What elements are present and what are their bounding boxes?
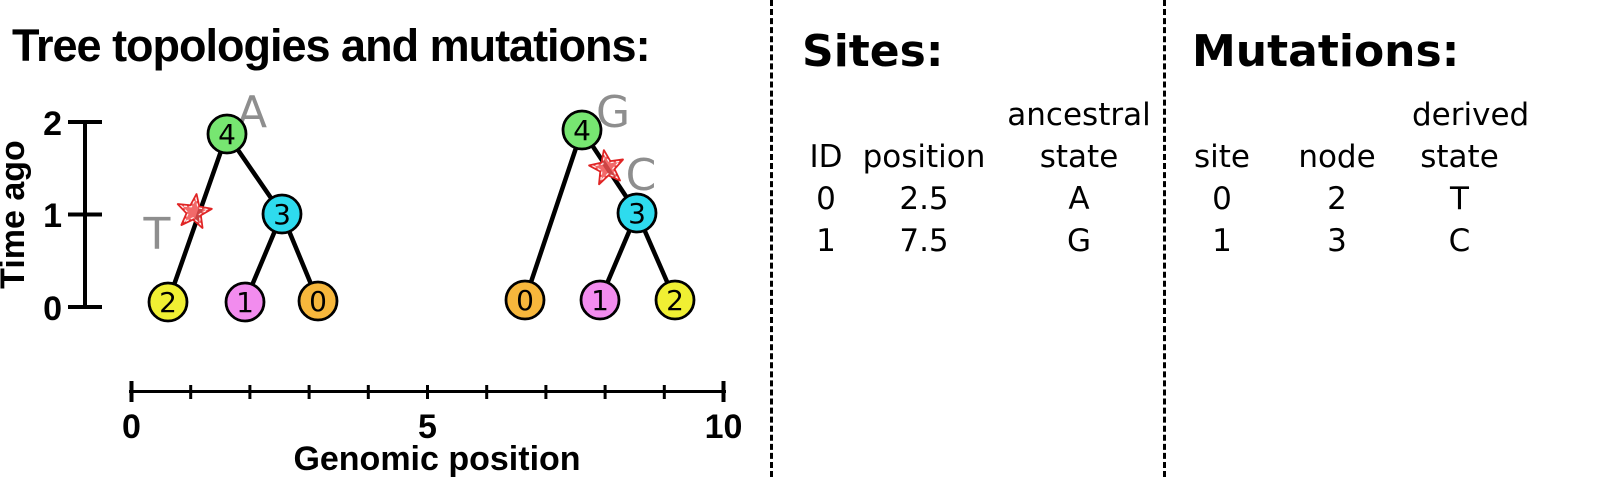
- tree1-node-2: [147, 281, 189, 323]
- mutations-header-derived: derived: [1412, 97, 1530, 133]
- time-tick-label-1: 1: [43, 197, 62, 235]
- sites-row0-state: A: [1068, 181, 1090, 217]
- mutations-table: derived site node state 0 2 T 1 3 C: [1182, 96, 1530, 260]
- tree2-node-1: [579, 279, 621, 321]
- panel-divider: [770, 0, 773, 477]
- tree-1: A T 4 3 2 1 0: [143, 87, 339, 323]
- tree2-node-3-label: 3: [628, 197, 646, 230]
- tree1-node-3-label: 3: [273, 198, 291, 231]
- tree2-node-4: [561, 109, 603, 151]
- tree1-node-4-label: 4: [218, 118, 236, 151]
- sites-panel-title: Sites:: [802, 26, 944, 77]
- time-tick-label-0: 0: [43, 290, 62, 328]
- time-axis: [68, 120, 102, 309]
- mutations-row0-state: T: [1450, 181, 1469, 217]
- tree1-node-0: [297, 280, 339, 322]
- mutations-row0-node: 2: [1327, 181, 1347, 217]
- tree-topologies-diagram: 2 1 0 Time ago 0 5 10 Genomic position A…: [0, 87, 743, 477]
- tree1-mutation-star-icon: [176, 193, 213, 229]
- tree2-node-2: [654, 279, 696, 321]
- tree2-node-3: [616, 192, 658, 234]
- tree-2: G C 4 3 0 1 2: [504, 87, 696, 321]
- mutations-header-state: state: [1420, 139, 1499, 175]
- genomic-axis: [129, 381, 726, 402]
- sites-header-position: position: [862, 139, 986, 175]
- mutations-panel-title: Mutations:: [1192, 26, 1460, 77]
- mutations-row0-site: 0: [1212, 181, 1232, 217]
- mutations-row1-site: 1: [1212, 223, 1232, 259]
- tree2-node-0-label: 0: [516, 284, 534, 317]
- tree2-mutation-state-letter: C: [626, 150, 657, 201]
- sites-row1-state: G: [1066, 223, 1092, 259]
- page-title: Tree topologies and mutations:: [12, 20, 651, 71]
- genomic-tick-label-10: 10: [705, 408, 743, 446]
- genomic-tick-label-5: 5: [418, 408, 437, 446]
- tree2-mutation-star-icon: [588, 149, 624, 186]
- tree2-node-0: [504, 279, 546, 321]
- mutations-header-node: node: [1298, 139, 1376, 175]
- tree1-node-4: [206, 113, 248, 155]
- sites-row0-position: 2.5: [899, 181, 949, 217]
- sites-row0-id: 0: [816, 181, 836, 217]
- mutations-header-site: site: [1194, 139, 1250, 175]
- time-axis-label: Time ago: [0, 140, 32, 289]
- tree2-node-4-label: 4: [573, 114, 591, 147]
- tree1-node-3: [261, 193, 303, 235]
- genomic-tick-label-0: 0: [122, 408, 141, 446]
- tree1-node-2-label: 2: [159, 286, 177, 319]
- tree2-node-1-label: 1: [591, 284, 609, 317]
- time-tick-label-2: 2: [43, 105, 62, 143]
- tree2-edge-4-0: [522, 127, 585, 303]
- sites-table: ancestral ID position state 0 2.5 A 1 7.…: [790, 96, 1172, 260]
- mutations-row1-state: C: [1448, 223, 1471, 259]
- tree1-node-1-label: 1: [236, 286, 254, 319]
- tree1-mutation-state-letter: T: [143, 209, 171, 260]
- sites-row1-position: 7.5: [899, 223, 949, 259]
- mutations-row1-node: 3: [1327, 223, 1347, 259]
- tree1-node-1: [224, 281, 266, 323]
- tree1-node-0-label: 0: [309, 285, 327, 318]
- sites-header-state: state: [1039, 139, 1119, 175]
- genomic-axis-label: Genomic position: [293, 440, 580, 477]
- panel-divider: [1163, 0, 1166, 477]
- sites-row1-id: 1: [816, 223, 836, 259]
- sites-header-ancestral: ancestral: [1007, 97, 1151, 133]
- tree2-node-2-label: 2: [666, 284, 684, 317]
- sites-header-id: ID: [809, 139, 843, 175]
